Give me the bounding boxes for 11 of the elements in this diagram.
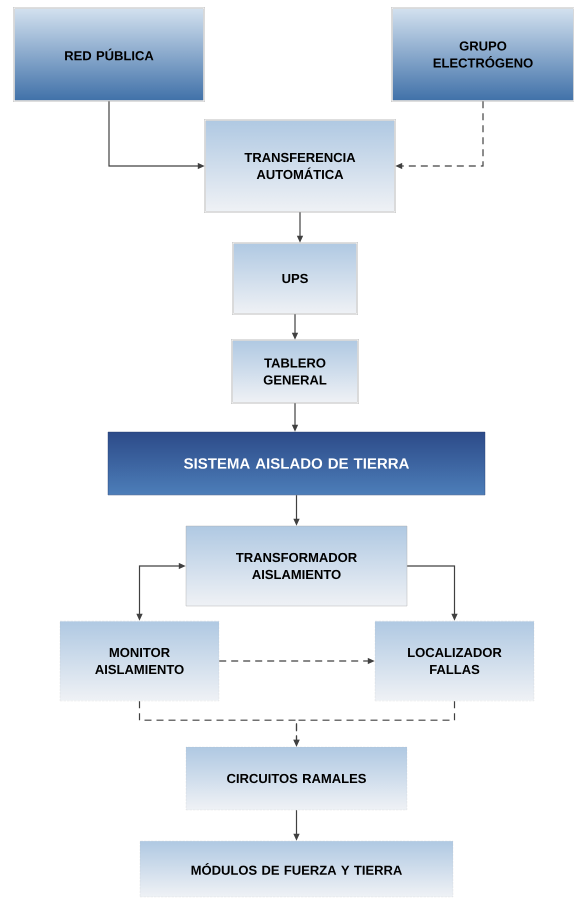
process-box: MÓDULOS DE FUERZA Y TIERRA xyxy=(140,840,454,898)
process-box: RED PÚBLICA xyxy=(13,7,205,102)
process-box: CIRCUITOS RAMALES xyxy=(186,746,408,810)
process-box: GRUPO ELECTRÓGENO xyxy=(391,7,574,102)
process-box: TRANSFORMADOR AISLAMIENTO xyxy=(186,526,408,606)
process-box: TABLERO GENERAL xyxy=(231,339,359,404)
system-banner: SISTEMA AISLADO DE TIERRA xyxy=(108,432,486,496)
process-box: LOCALIZADOR FALLAS xyxy=(374,620,534,702)
process-box: UPS xyxy=(232,242,358,315)
process-box: MONITOR AISLAMIENTO xyxy=(60,620,220,702)
process-box: TRANSFERENCIA AUTOMÁTICA xyxy=(204,119,396,213)
